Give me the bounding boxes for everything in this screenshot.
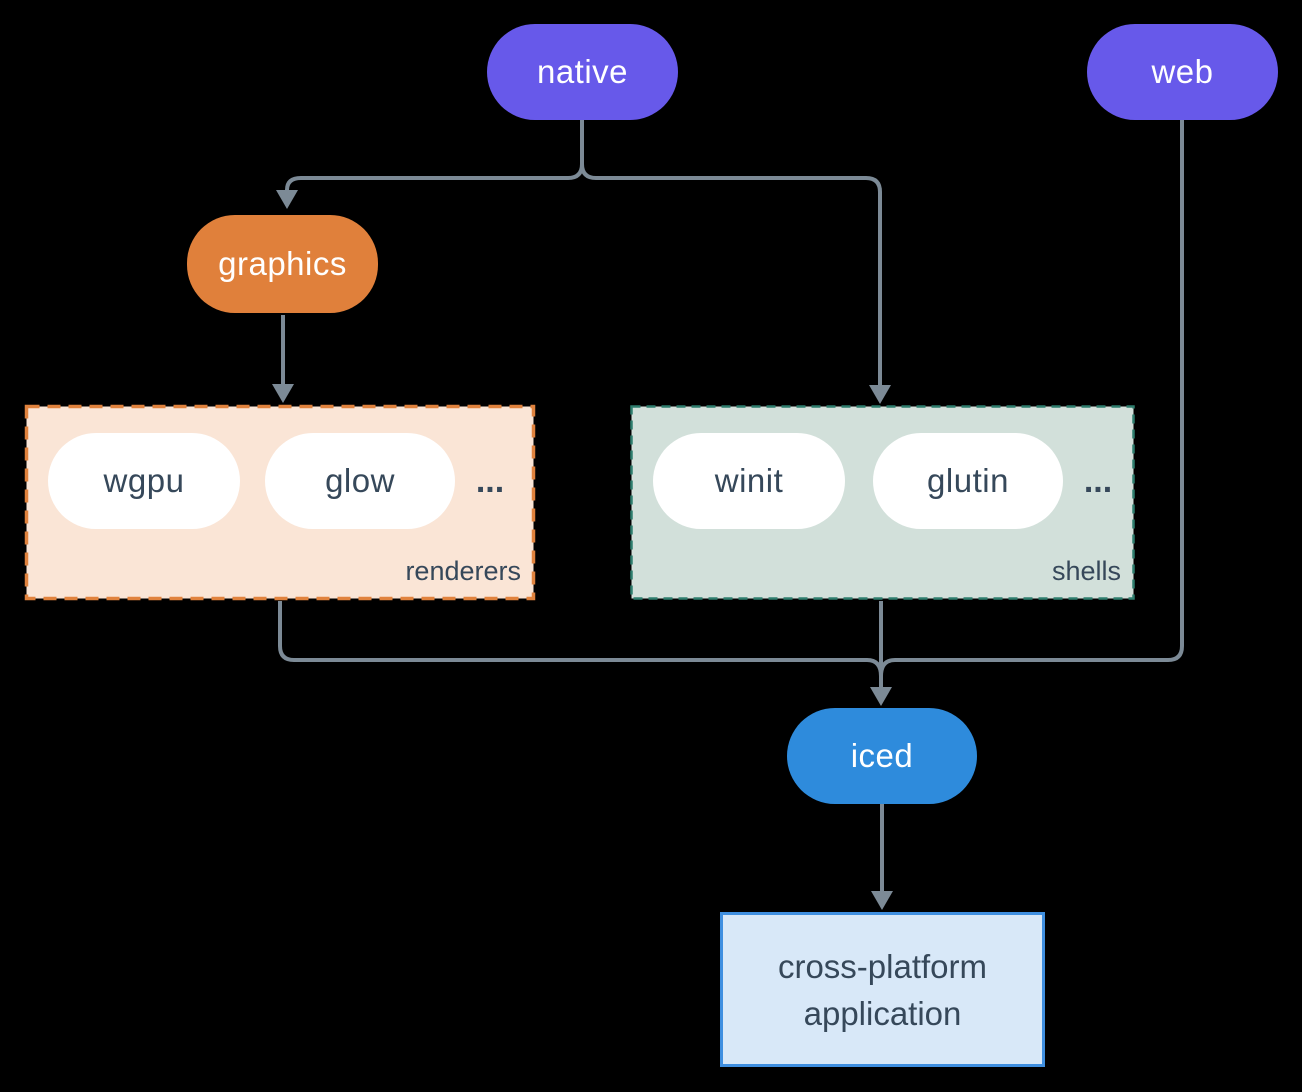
node-graphics: graphics [187,215,378,313]
shells-group-label: shells [1051,556,1121,586]
node-glutin: glutin [873,433,1063,529]
edges [278,120,1184,892]
arrowhead-application [871,891,893,910]
edge-native-shells [580,120,882,386]
node-wgpu: wgpu [48,433,240,529]
arrowhead-shells [869,385,891,404]
edge-renderers-iced [278,601,883,677]
node-glow: glow [265,433,455,529]
arrowheads [272,190,893,910]
node-iced: iced [787,708,977,804]
arrowhead-iced [870,687,892,706]
renderers-ellipsis: ... [475,461,505,500]
arrowhead-renderers [272,384,294,403]
arrowhead-graphics [276,190,298,209]
node-winit: winit [653,433,845,529]
node-cross-platform-application: cross-platform application [720,912,1045,1067]
node-web: web [1087,24,1278,120]
node-native: native [487,24,678,120]
edge-native-graphics [285,120,584,192]
application-label-line2: application [803,994,962,1032]
application-label-line1: cross-platform [777,947,988,985]
shells-ellipsis: ... [1083,461,1113,500]
renderers-group-label: renderers [405,556,521,586]
